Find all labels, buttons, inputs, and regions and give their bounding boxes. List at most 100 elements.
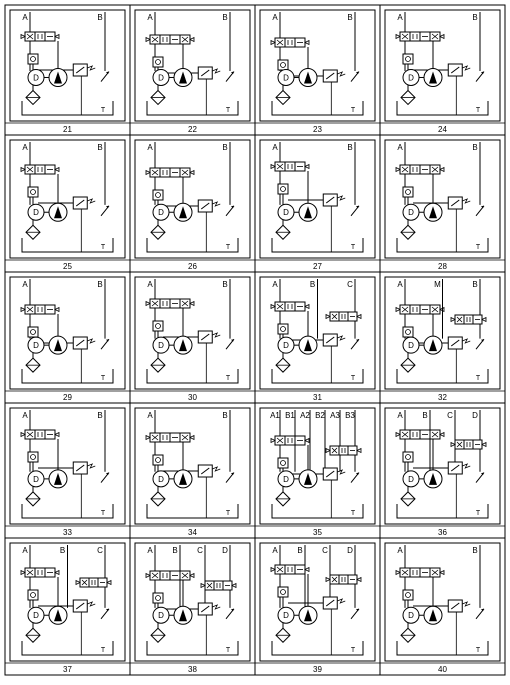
circuit-number: 40 [438,665,447,674]
tank-label: T [476,510,481,517]
directional-valve [145,432,195,443]
tank-symbol [396,238,489,253]
motor-label: D [158,73,164,82]
throttle-arrow [231,608,234,612]
motor-label: D [33,611,39,620]
circuit-number: 38 [188,665,197,674]
check-valve-box [277,59,289,71]
tank-symbol [21,641,114,656]
port-label: A [147,13,153,22]
check-ball [30,189,36,195]
tank-symbol [21,504,114,519]
check-valve-box [27,326,39,338]
port-label: C [347,280,353,289]
port-label: C [322,546,328,555]
port-label: B [222,411,227,420]
motor-label: D [283,475,289,484]
tank-label: T [226,375,231,382]
circuit-frame [384,276,501,390]
port-label: A1 [270,411,280,420]
throttle-arrow [356,608,359,612]
circuit-frame [134,9,251,122]
pump-triangle [304,339,312,352]
relief-spring [337,195,346,201]
check-valve-box [152,592,164,604]
tank-label: T [476,647,481,654]
directional-valve [145,34,195,45]
port-label: B [222,13,227,22]
circuit-number: 34 [188,528,197,537]
circuit-number: 22 [188,125,197,134]
port-label: A [147,143,153,152]
port-label: A [272,280,278,289]
motor-label: D [408,475,414,484]
motor-label: D [33,73,39,82]
circuit-number: 35 [313,528,322,537]
circuit-number: 27 [313,262,322,271]
directional-valve [20,429,60,440]
port-label: D [472,411,478,420]
pump-triangle [54,71,62,84]
tank-symbol [396,369,489,384]
motor-label: D [33,341,39,350]
relief-spring [212,466,221,472]
throttle-arrow [356,71,359,75]
motor-label: D [158,341,164,350]
pump-triangle [304,206,312,219]
throttle-arrow [231,472,234,476]
port-label: A [397,143,403,152]
port-label: B [347,13,352,22]
check-ball [405,189,411,195]
port-label: A [397,13,403,22]
throttle-arrow [481,608,484,612]
circuit-frame [259,542,376,662]
directional-valve [270,564,310,575]
tank-symbol [396,504,489,519]
circuit-frame [9,276,126,390]
port-label: B [347,143,352,152]
circuit-number: 36 [438,528,447,537]
circuit-number: 21 [63,125,72,134]
tank-label: T [101,647,106,654]
tank-label: T [351,510,356,517]
relief-spring [462,601,471,607]
check-valve-box [402,589,414,601]
motor-label: D [283,73,289,82]
check-ball [280,186,286,192]
circuit-frame [9,139,126,259]
check-valve-box [152,56,164,68]
check-ball [30,56,36,62]
check-valve-box [27,186,39,198]
port-label: C [197,546,203,555]
throttle-arrow [106,71,109,75]
throttle-arrow [356,472,359,476]
check-valve-box [27,589,39,601]
port-label: A [397,411,403,420]
circuit-frame [9,407,126,525]
circuit-frame [9,9,126,122]
port-label: A [397,280,403,289]
pump-triangle [179,609,187,622]
throttle-arrow [231,339,234,342]
motor-label: D [158,208,164,217]
port-label: D [222,546,228,555]
relief-spring [462,463,471,469]
check-valve-box [402,186,414,198]
tank-symbol [146,101,239,116]
tank-symbol [271,504,364,519]
circuit-frame [134,542,251,662]
port-label: A [22,411,28,420]
directional-valve [20,567,60,578]
pump-triangle [179,472,187,485]
check-ball [155,59,161,65]
check-valve-box [402,451,414,463]
check-valve-box [277,457,289,469]
pump-triangle [54,339,62,352]
relief-spring [212,68,221,74]
